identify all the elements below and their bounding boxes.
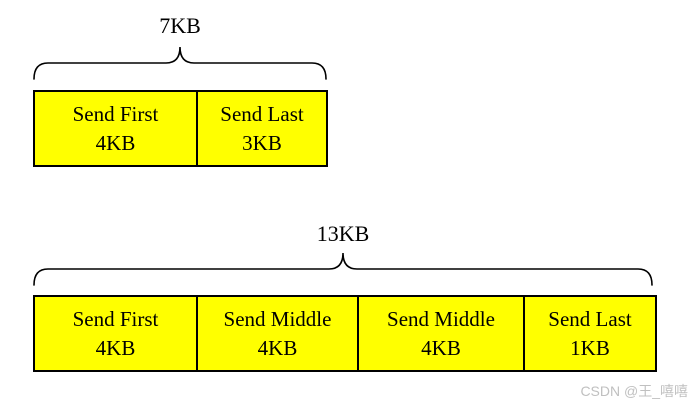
csdn-watermark: CSDN @王_嘻嘻 bbox=[580, 383, 688, 399]
group2-blocks-row: Send First 4KB Send Middle 4KB Send Midd… bbox=[33, 295, 657, 372]
segment-send-middle-4kb: Send Middle 4KB bbox=[359, 297, 525, 370]
group2-brace-icon bbox=[33, 252, 653, 286]
segment-size: 3KB bbox=[242, 130, 282, 155]
segment-label: Send Last bbox=[548, 306, 632, 331]
segment-size: 4KB bbox=[95, 335, 136, 360]
segment-size: 4KB bbox=[421, 335, 461, 360]
segment-label: Send Middle bbox=[387, 306, 495, 331]
segment-label: Send Last bbox=[220, 101, 304, 126]
segment-send-first-4kb: Send First 4KB bbox=[35, 297, 198, 370]
segment-send-first-4kb: Send First 4KB bbox=[35, 92, 198, 165]
segment-send-middle-4kb: Send Middle 4KB bbox=[198, 297, 359, 370]
segment-size: 1KB bbox=[570, 335, 610, 360]
group2-total-label: 13KB bbox=[316, 221, 370, 246]
group1-blocks-row: Send First 4KB Send Last 3KB bbox=[33, 90, 328, 167]
group1-brace-icon bbox=[33, 46, 327, 80]
group1-total-label: 7KB bbox=[159, 13, 201, 38]
segment-label: Send First bbox=[72, 101, 159, 126]
segment-size: 4KB bbox=[95, 130, 136, 155]
segment-label: Send First bbox=[72, 306, 159, 331]
segment-label: Send Middle bbox=[223, 306, 332, 331]
segment-send-last-3kb: Send Last 3KB bbox=[198, 92, 326, 165]
segment-send-last-1kb: Send Last 1KB bbox=[525, 297, 655, 370]
segment-size: 4KB bbox=[257, 335, 298, 360]
